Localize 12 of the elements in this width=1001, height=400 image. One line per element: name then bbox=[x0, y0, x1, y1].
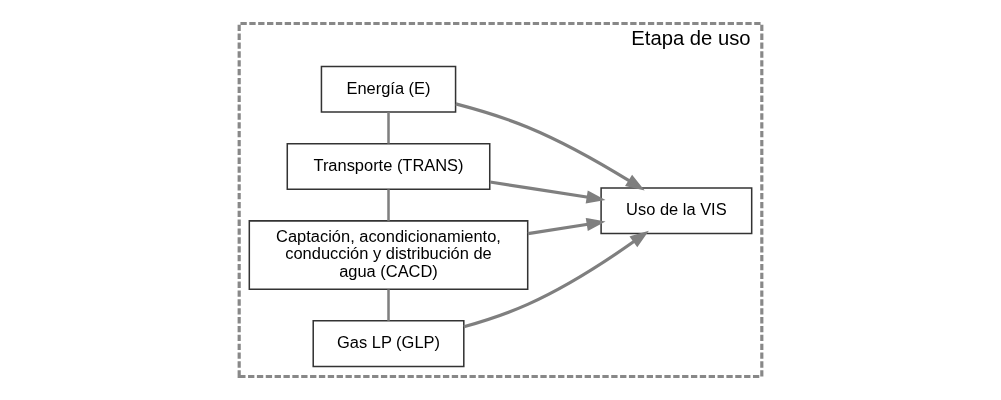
arrow bbox=[455, 102, 645, 191]
node-box: Captación, acondicionamiento, conducción y distribución de agua (CACD) bbox=[248, 220, 529, 290]
connector bbox=[387, 189, 390, 221]
node-box: Transporte (TRANS) bbox=[286, 142, 491, 190]
node-box: Gas LP (GLP) bbox=[312, 320, 465, 368]
arrow bbox=[527, 217, 606, 236]
connector bbox=[387, 112, 390, 144]
arrow bbox=[489, 180, 606, 204]
node-box: Uso de la VIS bbox=[600, 187, 753, 235]
node-box: Energía (E) bbox=[320, 65, 457, 113]
connector bbox=[387, 289, 390, 321]
arrow bbox=[463, 230, 649, 329]
